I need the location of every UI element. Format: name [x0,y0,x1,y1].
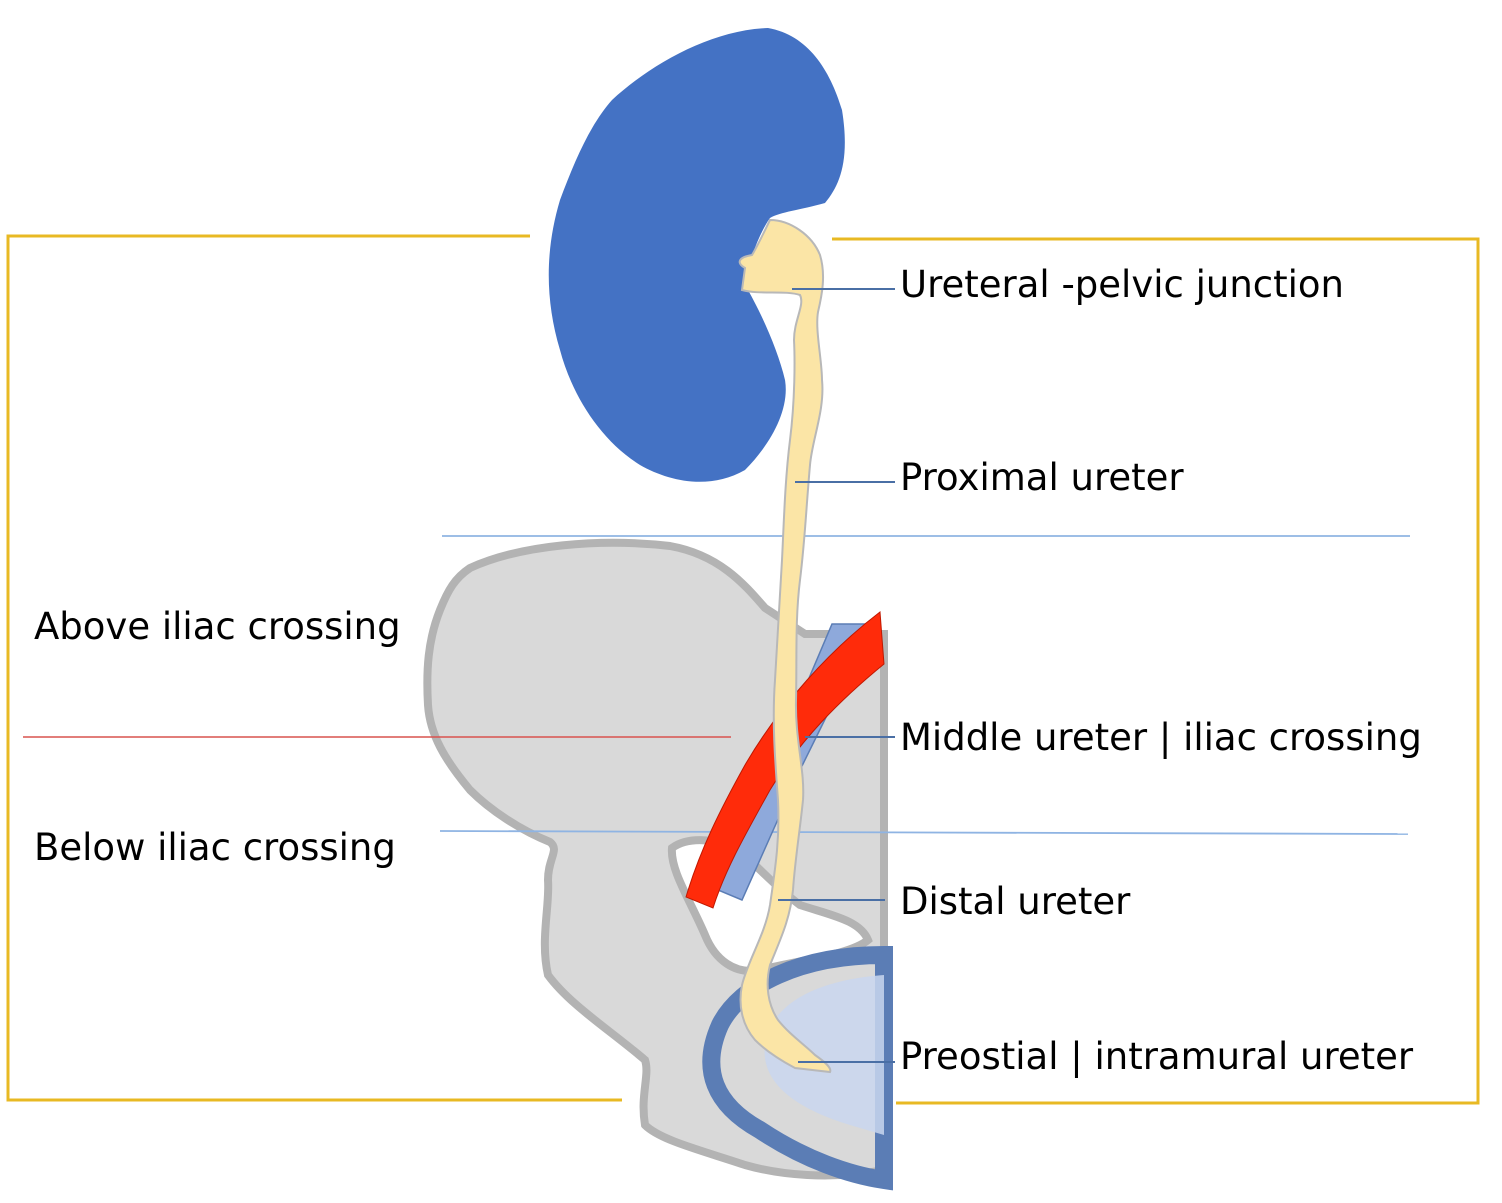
label-proximal-ureter: Proximal ureter [900,456,1184,499]
frame-left [6,234,622,1102]
label-below-iliac: Below iliac crossing [34,826,396,869]
label-above-iliac: Above iliac crossing [34,605,401,648]
label-preostial-ureter: Preostial | intramural ureter [900,1035,1414,1078]
label-ureteropelvic-junction: Ureteral -pelvic junction [900,263,1344,306]
label-distal-ureter: Distal ureter [900,880,1131,923]
kidney [548,28,845,482]
ureter [738,218,832,1074]
bladder-outer [702,945,893,1191]
bladder-inner [764,975,884,1135]
label-middle-ureter: Middle ureter | iliac crossing [900,716,1422,759]
lower-level-line [439,830,1409,835]
frame-right [832,237,1480,1105]
